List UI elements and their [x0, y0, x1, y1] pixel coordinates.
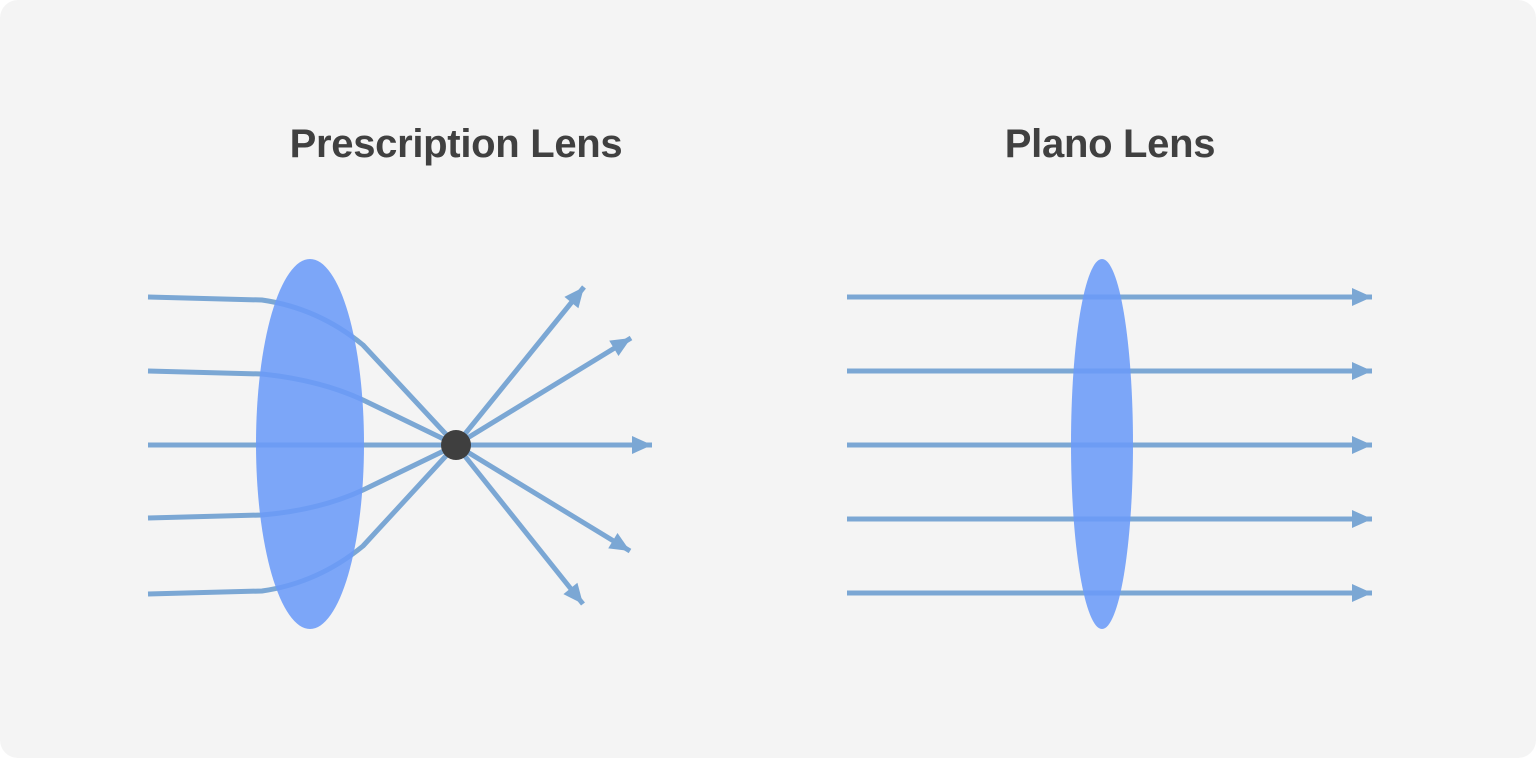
prescription-ray-bottom-inner-exit [454, 442, 632, 554]
prescription-ray-top-outer-exit [454, 285, 586, 447]
plano-ray-4-arrowhead [1352, 510, 1372, 528]
focal-point[interactable] [441, 430, 471, 460]
prescription-ray-bottom-inner-arrowhead [608, 532, 630, 551]
prescription-ray-top-outer-arrowhead [564, 287, 584, 309]
prescription-ray-bottom-outer-arrowhead [563, 582, 583, 604]
prescription-ray-center-arrowhead [632, 436, 652, 454]
convex-lens-group[interactable] [256, 259, 364, 629]
plano-ray-2-arrowhead [1352, 362, 1372, 380]
plano-lens-group[interactable] [1071, 259, 1133, 629]
convex-lens[interactable] [256, 259, 364, 629]
prescription-ray-top-inner-arrowhead [609, 338, 631, 357]
plano-ray-1-arrowhead [1352, 288, 1372, 306]
prescription-ray-bottom-outer-exit [454, 443, 585, 606]
plano-ray-5-arrowhead [1352, 584, 1372, 602]
prescription-ray-top-inner-exit [454, 335, 633, 448]
panel-title-prescription: Prescription Lens [289, 122, 623, 166]
plano-lens[interactable] [1071, 259, 1133, 629]
prescription-rays [147, 285, 652, 606]
plano-ray-3-arrowhead [1352, 436, 1372, 454]
panel-prescription [147, 259, 652, 629]
panel-title-plano: Plano Lens [1004, 122, 1216, 166]
panel-plano [847, 259, 1372, 629]
